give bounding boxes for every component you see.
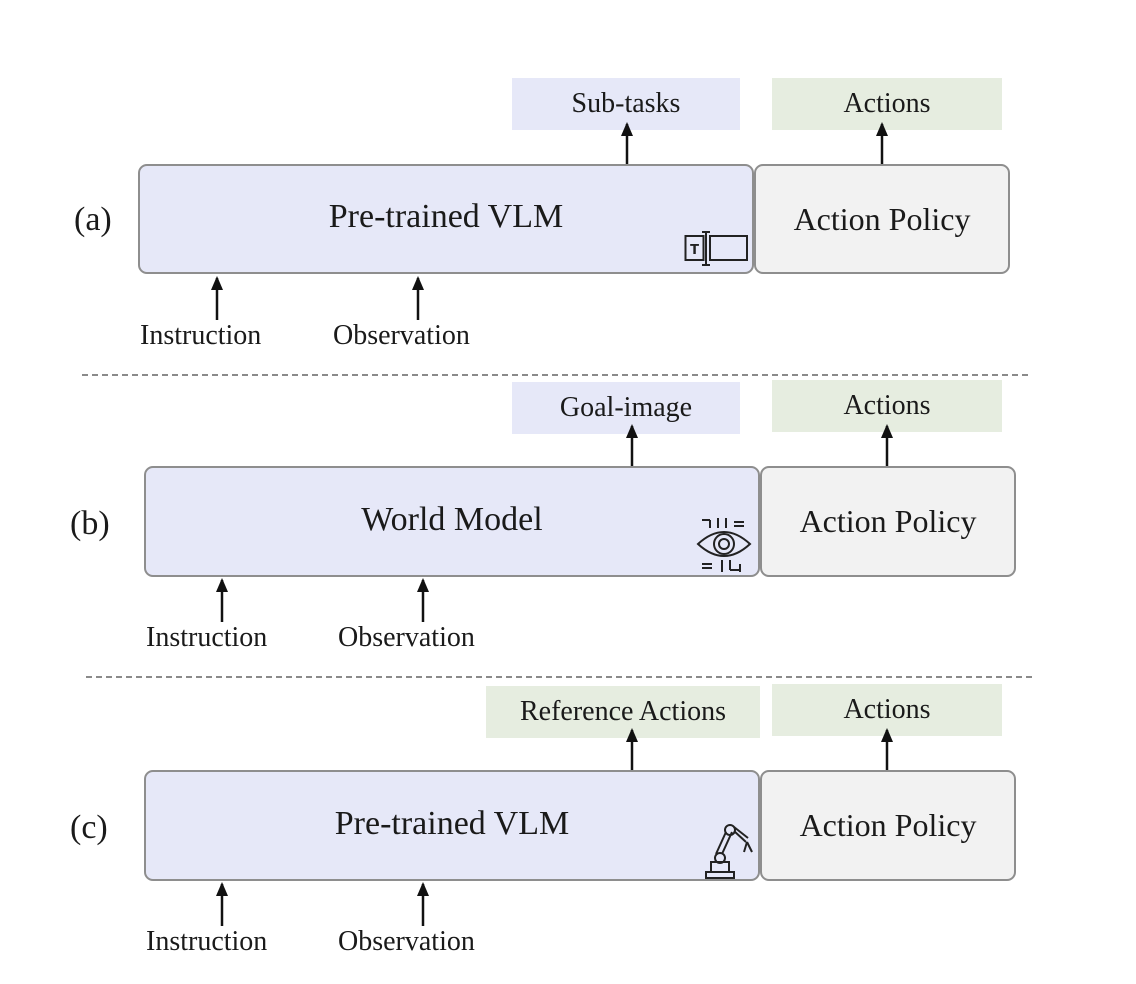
pretrained-vlm-box-a: Pre-trained VLM [138,164,754,274]
goal-image-output: Goal-image [512,382,740,434]
sub-tasks-output: Sub-tasks [512,78,740,130]
instruction-label-c: Instruction [146,926,268,957]
model-title-b: World Model [361,500,543,538]
instruction-label-a: Instruction [140,320,262,351]
world-model-box: World Model [144,466,760,577]
arrowhead-observation-a [412,276,424,290]
arrowhead-instruction-c [216,882,228,896]
actions-output-a: Actions [772,78,1002,130]
reference-actions-output: Reference Actions [486,686,760,738]
actions-output-c: Actions [772,684,1002,736]
policy-title-c: Action Policy [799,807,977,843]
panel-label-a: (a) [74,201,112,238]
robot-arm-icon [702,822,756,880]
arrowhead-instruction-b [216,578,228,592]
action-policy-box-b: Action Policy [760,466,1016,577]
panel-label-c: (c) [70,809,108,846]
model-title-c: Pre-trained VLM [334,804,570,842]
observation-label-c: Observation [338,926,475,957]
arrowhead-instruction-a [211,276,223,290]
actions-output-b: Actions [772,380,1002,432]
pretrained-vlm-box-c: Pre-trained VLM [144,770,760,881]
policy-title-a: Action Policy [793,200,971,237]
action-policy-box-a: Action Policy [754,164,1010,274]
dashed-divider-2 [86,676,1032,678]
dashed-divider-1 [82,374,1028,376]
panel-label-b: (b) [70,505,110,542]
action-policy-box-c: Action Policy [760,770,1016,881]
eye-icon [694,514,754,574]
arrowhead-observation-b [417,578,429,592]
observation-label-a: Observation [333,320,470,351]
instruction-label-b: Instruction [146,622,268,653]
text-input-icon: T [684,230,750,268]
model-title-a: Pre-trained VLM [328,198,564,235]
arrowhead-observation-c [417,882,429,896]
svg-text:T: T [690,243,699,258]
policy-title-b: Action Policy [799,503,977,539]
observation-label-b: Observation [338,622,475,653]
